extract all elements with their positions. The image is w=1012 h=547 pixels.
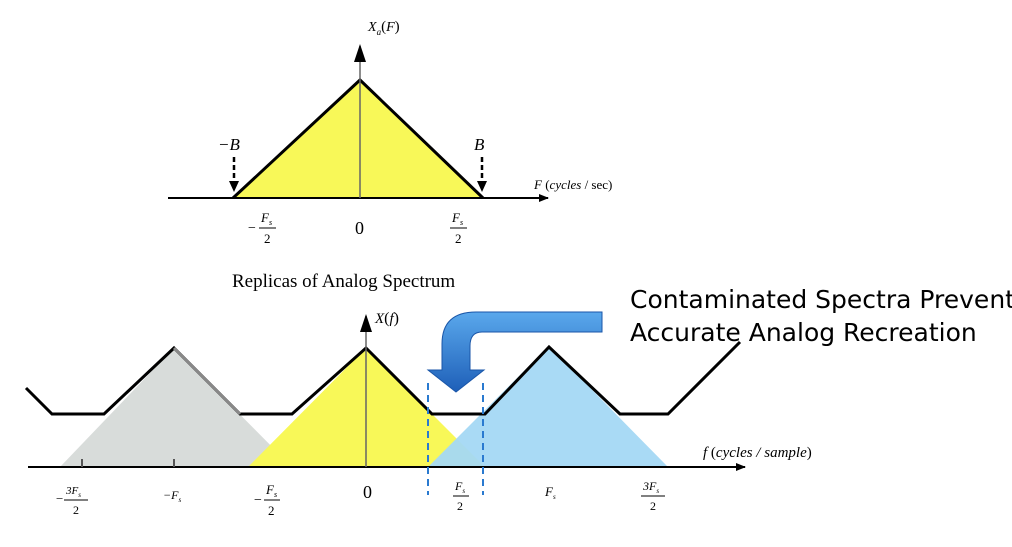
svg-text:3Fs: 3Fs xyxy=(65,485,81,499)
minus-b-label: −B xyxy=(218,135,240,154)
svg-text:−: − xyxy=(56,491,63,506)
replica-gray-fill xyxy=(60,348,292,467)
svg-text:2: 2 xyxy=(73,503,79,517)
bottom-x-label: f (cycles / sample) xyxy=(703,445,812,461)
svg-text:2: 2 xyxy=(457,499,463,513)
annotation-line-1: Contaminated Spectra Prevents xyxy=(630,285,1012,314)
bottom-tick-mfs2: − Fs 2 xyxy=(254,482,280,518)
bottom-tick-m3fs2: − 3Fs 2 xyxy=(56,485,88,517)
svg-text:Fs: Fs xyxy=(260,210,272,227)
replica-blue-fill xyxy=(428,346,668,467)
top-x-label: F (cycles / sec) xyxy=(533,177,612,192)
bottom-tick-fs2: Fs 2 xyxy=(453,479,469,513)
bottom-tick-zero: 0 xyxy=(363,482,372,502)
b-arrow-head xyxy=(477,181,487,192)
svg-text:2: 2 xyxy=(650,499,656,513)
bottom-y-axis-arrow xyxy=(360,314,372,332)
svg-text:Fs: Fs xyxy=(265,482,277,499)
svg-text:2: 2 xyxy=(264,231,271,246)
bottom-spectrum-plot: Replicas of Analog Spectrum X(f) f (cycl… xyxy=(24,271,812,518)
svg-text:−: − xyxy=(248,221,256,236)
minus-b-arrow-head xyxy=(229,181,239,192)
bottom-tick-fs: Fs xyxy=(544,484,556,501)
svg-text:3Fs: 3Fs xyxy=(642,479,659,495)
top-spectrum-plot: Xa(F) −B B F (cycles / sec) − Fs 2 0 Fs … xyxy=(168,19,612,246)
bottom-tick-3fs2: 3Fs 2 xyxy=(641,479,665,513)
top-tick-neg-fs-half: − Fs 2 xyxy=(248,210,276,246)
curved-callout-arrow xyxy=(426,311,603,393)
top-tick-pos-fs-half: Fs 2 xyxy=(450,210,467,246)
bottom-y-label: X(f) xyxy=(374,310,399,327)
top-y-axis-arrow xyxy=(354,44,366,62)
svg-text:Fs: Fs xyxy=(454,479,465,495)
svg-text:2: 2 xyxy=(455,231,462,246)
bottom-plot-title: Replicas of Analog Spectrum xyxy=(232,271,455,292)
svg-text:2: 2 xyxy=(268,503,275,518)
gray-replica-slope xyxy=(172,346,242,416)
svg-text:−: − xyxy=(254,493,262,508)
bottom-tick-mfs: −Fs xyxy=(163,488,181,504)
svg-text:Fs: Fs xyxy=(451,210,463,227)
annotation-line-2: Accurate Analog Recreation xyxy=(630,318,977,347)
top-tick-zero: 0 xyxy=(355,218,364,238)
top-spectrum-triangle xyxy=(233,80,483,198)
b-label: B xyxy=(474,135,485,154)
top-y-label: Xa(F) xyxy=(367,19,400,37)
